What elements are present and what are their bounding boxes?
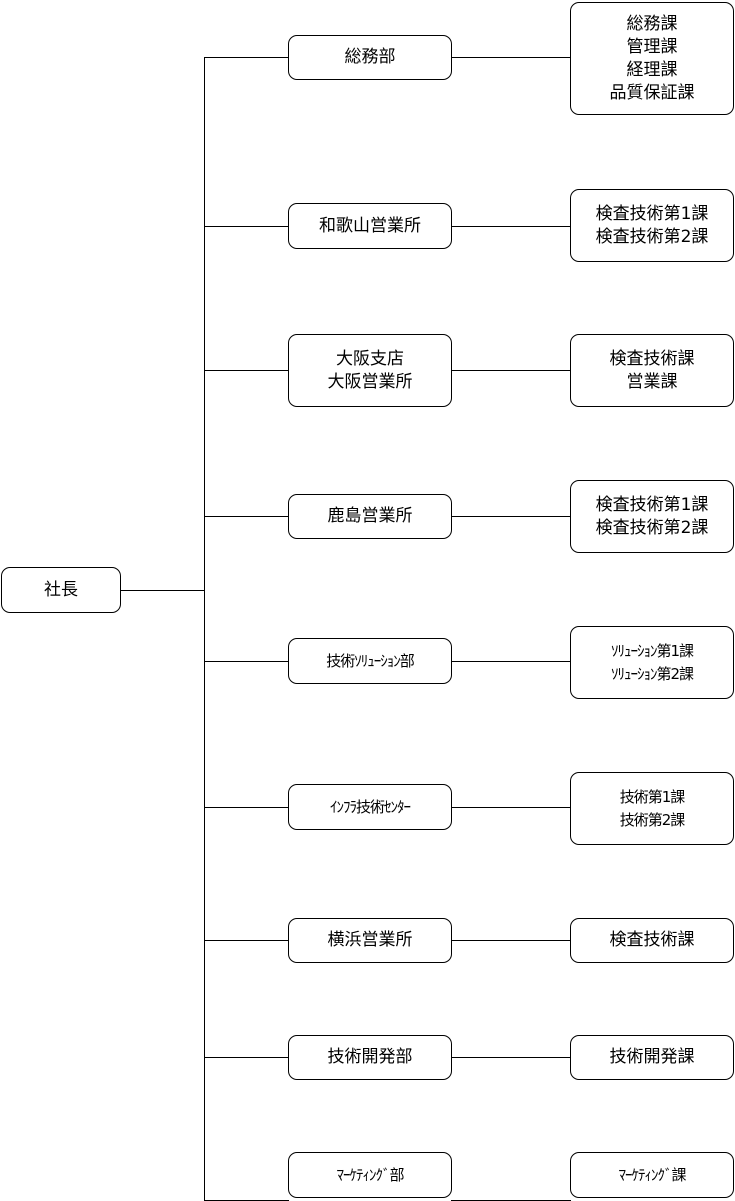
section-box: 検査技術第1課検査技術第2課: [570, 480, 734, 553]
branch-line: [205, 807, 289, 808]
section-box-label: 技術第2課: [619, 810, 686, 829]
president-label: 社長: [44, 579, 78, 600]
dept-section-line: [451, 940, 571, 941]
section-box-label: ﾏｰｹﾃｨﾝｸﾞ課: [618, 1165, 686, 1184]
section-box-label: 総務課: [626, 13, 678, 34]
branch-line: [205, 940, 289, 941]
department-box-label: 大阪営業所: [327, 371, 413, 392]
dept-section-line: [451, 57, 571, 58]
department-box: ﾏｰｹﾃｨﾝｸﾞ部: [288, 1152, 452, 1198]
branch-line: [205, 661, 289, 662]
section-box: 総務課管理課経理課品質保証課: [570, 2, 734, 115]
dept-section-line: [451, 516, 571, 517]
branch-line: [205, 1057, 289, 1058]
department-box: 大阪支店大阪営業所: [288, 334, 452, 407]
department-box: 横浜営業所: [288, 918, 452, 963]
section-box-label: 技術開発課: [609, 1047, 695, 1067]
dept-section-line: [451, 661, 571, 662]
department-box: 総務部: [288, 35, 452, 80]
department-box-label: 大阪支店: [336, 348, 404, 369]
section-box-label: 技術第1課: [619, 787, 686, 806]
department-box: 和歌山営業所: [288, 203, 452, 249]
section-box-label: 検査技術第1課: [595, 494, 709, 515]
section-box-label: ｿﾘｭｰｼｮﾝ第1課: [610, 641, 694, 660]
president-box: 社長: [1, 567, 121, 613]
section-box: 検査技術第1課検査技術第2課: [570, 189, 734, 262]
section-box-label: 検査技術第2課: [595, 226, 709, 247]
section-box: ｿﾘｭｰｼｮﾝ第1課 ｿﾘｭｰｼｮﾝ第2課: [570, 626, 734, 699]
section-box-label: 検査技術課: [609, 930, 695, 950]
section-box: 検査技術課営業課: [570, 334, 734, 407]
section-box: 技術開発課: [570, 1035, 734, 1080]
department-box-label: ｲﾝﾌﾗ技術ｾﾝﾀｰ: [329, 797, 411, 816]
section-box-label: 品質保証課: [609, 82, 695, 103]
dept-section-line: [451, 226, 571, 227]
section-box-label: 検査技術第1課: [595, 203, 709, 224]
department-box-label: 総務部: [344, 47, 396, 67]
section-box: ﾏｰｹﾃｨﾝｸﾞ課: [570, 1152, 734, 1198]
department-box-label: 技術開発部: [327, 1047, 413, 1067]
department-box-label: 鹿島営業所: [327, 506, 413, 526]
section-box-label: 営業課: [626, 371, 678, 392]
section-box-label: 検査技術課: [609, 348, 695, 369]
dept-section-line: [451, 370, 571, 371]
dept-section-line: [451, 807, 571, 808]
department-box-label: 横浜営業所: [327, 930, 413, 950]
section-box: 検査技術課: [570, 918, 734, 963]
branch-line: [205, 370, 289, 371]
dept-section-line: [451, 1057, 571, 1058]
department-box: 鹿島営業所: [288, 494, 452, 539]
section-box-label: 検査技術第2課: [595, 517, 709, 538]
trunk-line: [204, 57, 205, 1201]
department-box: ｲﾝﾌﾗ技術ｾﾝﾀｰ: [288, 784, 452, 830]
department-box: 技術ｿﾘｭｰｼｮﾝ部: [288, 638, 452, 684]
section-box-label: 経理課: [626, 59, 678, 80]
department-box-label: ﾏｰｹﾃｨﾝｸﾞ部: [336, 1165, 404, 1184]
section-box: 技術第1課技術第2課: [570, 772, 734, 845]
section-box-label: ｿﾘｭｰｼｮﾝ第2課: [610, 664, 694, 683]
branch-line: [205, 226, 289, 227]
branch-line: [205, 516, 289, 517]
department-box-label: 和歌山営業所: [319, 215, 421, 236]
president-connector: [120, 590, 205, 591]
section-box-label: 管理課: [626, 36, 678, 57]
department-box-label: 技術ｿﾘｭｰｼｮﾝ部: [326, 651, 415, 670]
department-box: 技術開発部: [288, 1035, 452, 1080]
branch-line: [205, 57, 289, 58]
